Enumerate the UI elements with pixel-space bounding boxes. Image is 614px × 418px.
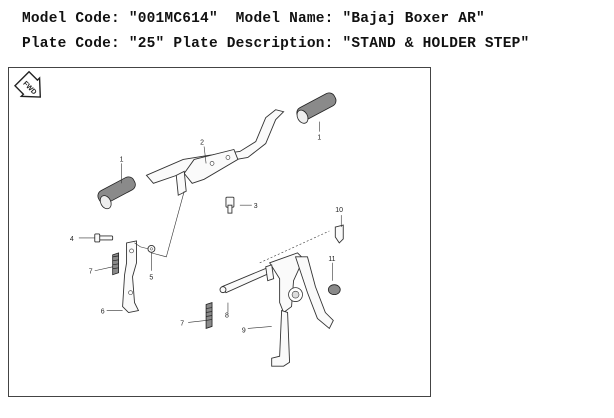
model-info-line: Model Code: "001MC614" Model Name: "Baja… <box>22 11 485 27</box>
fwd-arrow-icon: FWD <box>13 70 42 98</box>
main-stand <box>265 252 334 367</box>
callout-11: 11 <box>328 256 335 263</box>
parts-diagram-frame: FWD <box>8 67 431 397</box>
model-name-value: "Bajaj Boxer AR" <box>342 11 485 27</box>
callout-2: 2 <box>200 140 204 147</box>
spring-right <box>205 302 213 329</box>
callout-10: 10 <box>335 207 343 214</box>
step-holder-bar <box>145 109 285 196</box>
plate-info-line: Plate Code: "25" Plate Description: "STA… <box>22 36 529 52</box>
footrest-rubber-right <box>296 92 337 124</box>
footrest-rubber-left <box>97 176 136 210</box>
bolt-4 <box>94 233 114 243</box>
parts-diagram: FWD <box>13 70 344 367</box>
leader-lines <box>78 121 342 329</box>
model-code-label: Model Code: <box>22 11 120 27</box>
spring-left <box>112 252 120 276</box>
rubber-stopper <box>327 284 341 296</box>
callout-6: 6 <box>101 309 105 316</box>
callout-9: 9 <box>242 327 246 334</box>
plate-description-value: "STAND & HOLDER STEP" <box>342 36 530 52</box>
model-code-value: "001MC614" <box>128 11 218 27</box>
plate-description-label: Plate Description: <box>173 36 334 52</box>
model-name-label: Model Name: <box>235 11 334 27</box>
callout-7-left: 7 <box>89 269 93 276</box>
callout-5: 5 <box>149 275 153 282</box>
callout-4: 4 <box>70 236 74 243</box>
split-pin <box>334 224 344 244</box>
bolt-3 <box>225 196 235 214</box>
stand-shaft <box>219 266 274 294</box>
callout-8: 8 <box>225 312 229 319</box>
plate-code-value: "25" <box>128 36 165 52</box>
callout-1-left: 1 <box>120 156 124 163</box>
callout-numbers: 1 2 1 3 10 4 7 5 11 6 8 7 9 <box>70 135 343 335</box>
stand-bracket <box>122 240 140 313</box>
callout-3: 3 <box>254 203 258 210</box>
callout-1-right: 1 <box>317 135 321 142</box>
callout-7-right: 7 <box>180 320 184 327</box>
plate-code-label: Plate Code: <box>22 36 120 52</box>
nut-5 <box>147 244 156 253</box>
